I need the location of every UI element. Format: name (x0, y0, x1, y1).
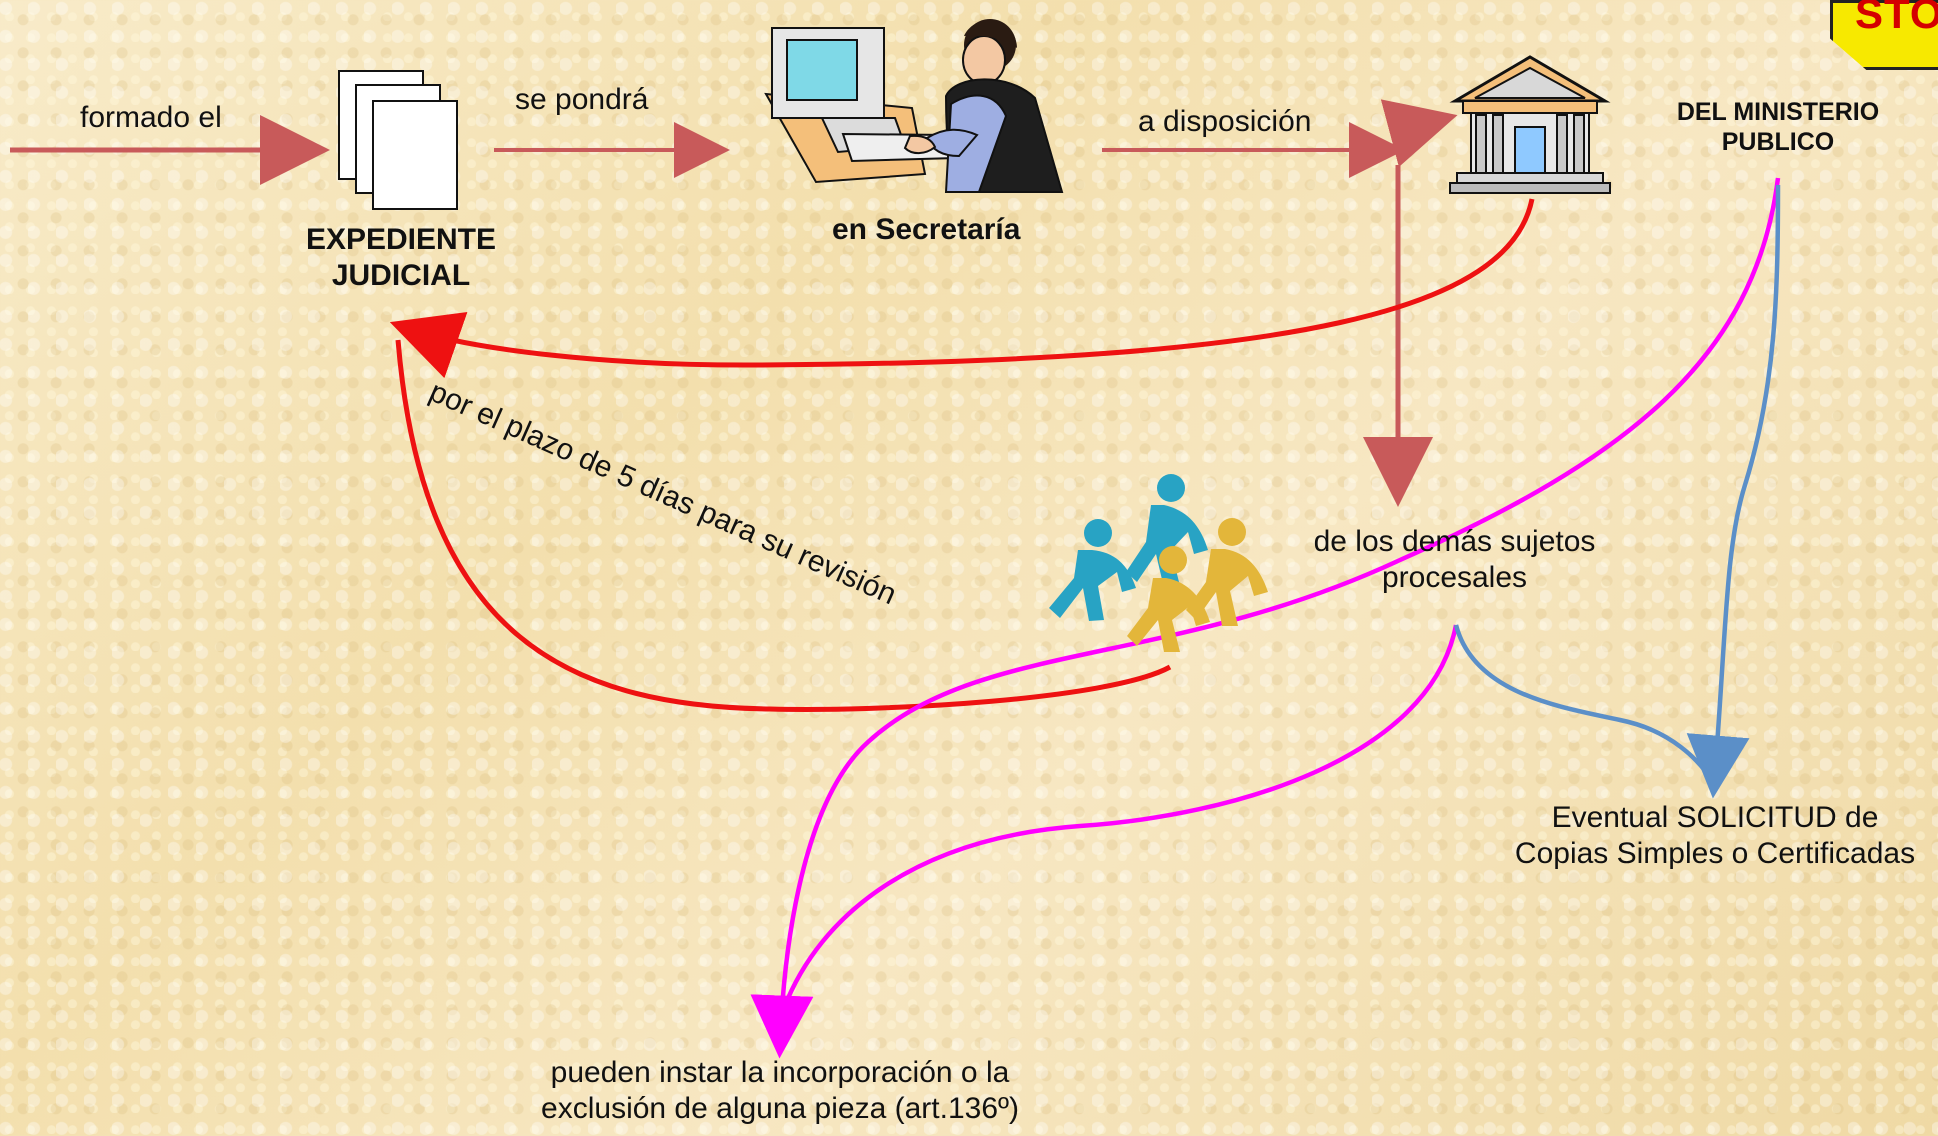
instar-line-1: pueden instar la incorporación o la (550, 1056, 1010, 1089)
magenta-curve-sujetos-to-instar (781, 624, 1459, 1009)
documents-icon (338, 68, 463, 218)
magenta-curve-ministerio-to-instar (750, 177, 1781, 1059)
sujetos-procesales-label: de los demás sujetos procesales (1292, 524, 1617, 596)
instar-line-2: exclusión de alguna pieza (art.136º) (541, 1092, 1019, 1125)
stop-sign-text: STO (1855, 0, 1938, 37)
solicitud-line-1: Eventual SOLICITUD de (1551, 801, 1879, 834)
expediente-judicial-line-2: JUDICIAL (331, 259, 471, 292)
ministerio-line-1: DEL MINISTERIO (1676, 98, 1880, 126)
sujetos-line-1: de los demás sujetos (1313, 525, 1596, 558)
sujetos-line-2: procesales (1381, 561, 1528, 594)
courthouse-icon (1445, 53, 1615, 201)
computer-user-icon (760, 10, 1070, 200)
a-disposicion-label: a disposición (1138, 105, 1312, 138)
solicitud-line-2: Copias Simples o Certificadas (1514, 837, 1916, 870)
arrow-to-courthouse (1380, 99, 1458, 167)
ministerio-publico-title: DEL MINISTERIO PUBLICO (1648, 97, 1908, 157)
solicitud-copias-label: Eventual SOLICITUD de Copias Simples o C… (1490, 800, 1938, 872)
blue-curve-sujetos-to-solicitud (1453, 624, 1717, 787)
blue-curve-ministerio-to-solicitud (1686, 184, 1781, 799)
document-sheet-front (372, 100, 458, 210)
expediente-judicial-title: EXPEDIENTE JUDICIAL (276, 222, 526, 294)
computer-user-illustration (764, 19, 1064, 193)
people-walking-illustration (1049, 474, 1268, 652)
se-pondra-label: se pondrá (515, 83, 649, 116)
ministerio-line-2: PUBLICO (1721, 128, 1835, 156)
red-curve-courthouse-to-expediente (389, 198, 1535, 379)
instar-incorporacion-label: pueden instar la incorporación o la excl… (500, 1055, 1060, 1127)
formado-el-label: formado el (80, 101, 222, 134)
people-walking-icon (1040, 470, 1300, 660)
expediente-judicial-line-1: EXPEDIENTE (305, 223, 497, 256)
en-secretaria-label: en Secretaría (832, 213, 1021, 246)
courthouse-illustration (1449, 55, 1611, 194)
red-curve-people-to-expediente (395, 339, 1172, 712)
